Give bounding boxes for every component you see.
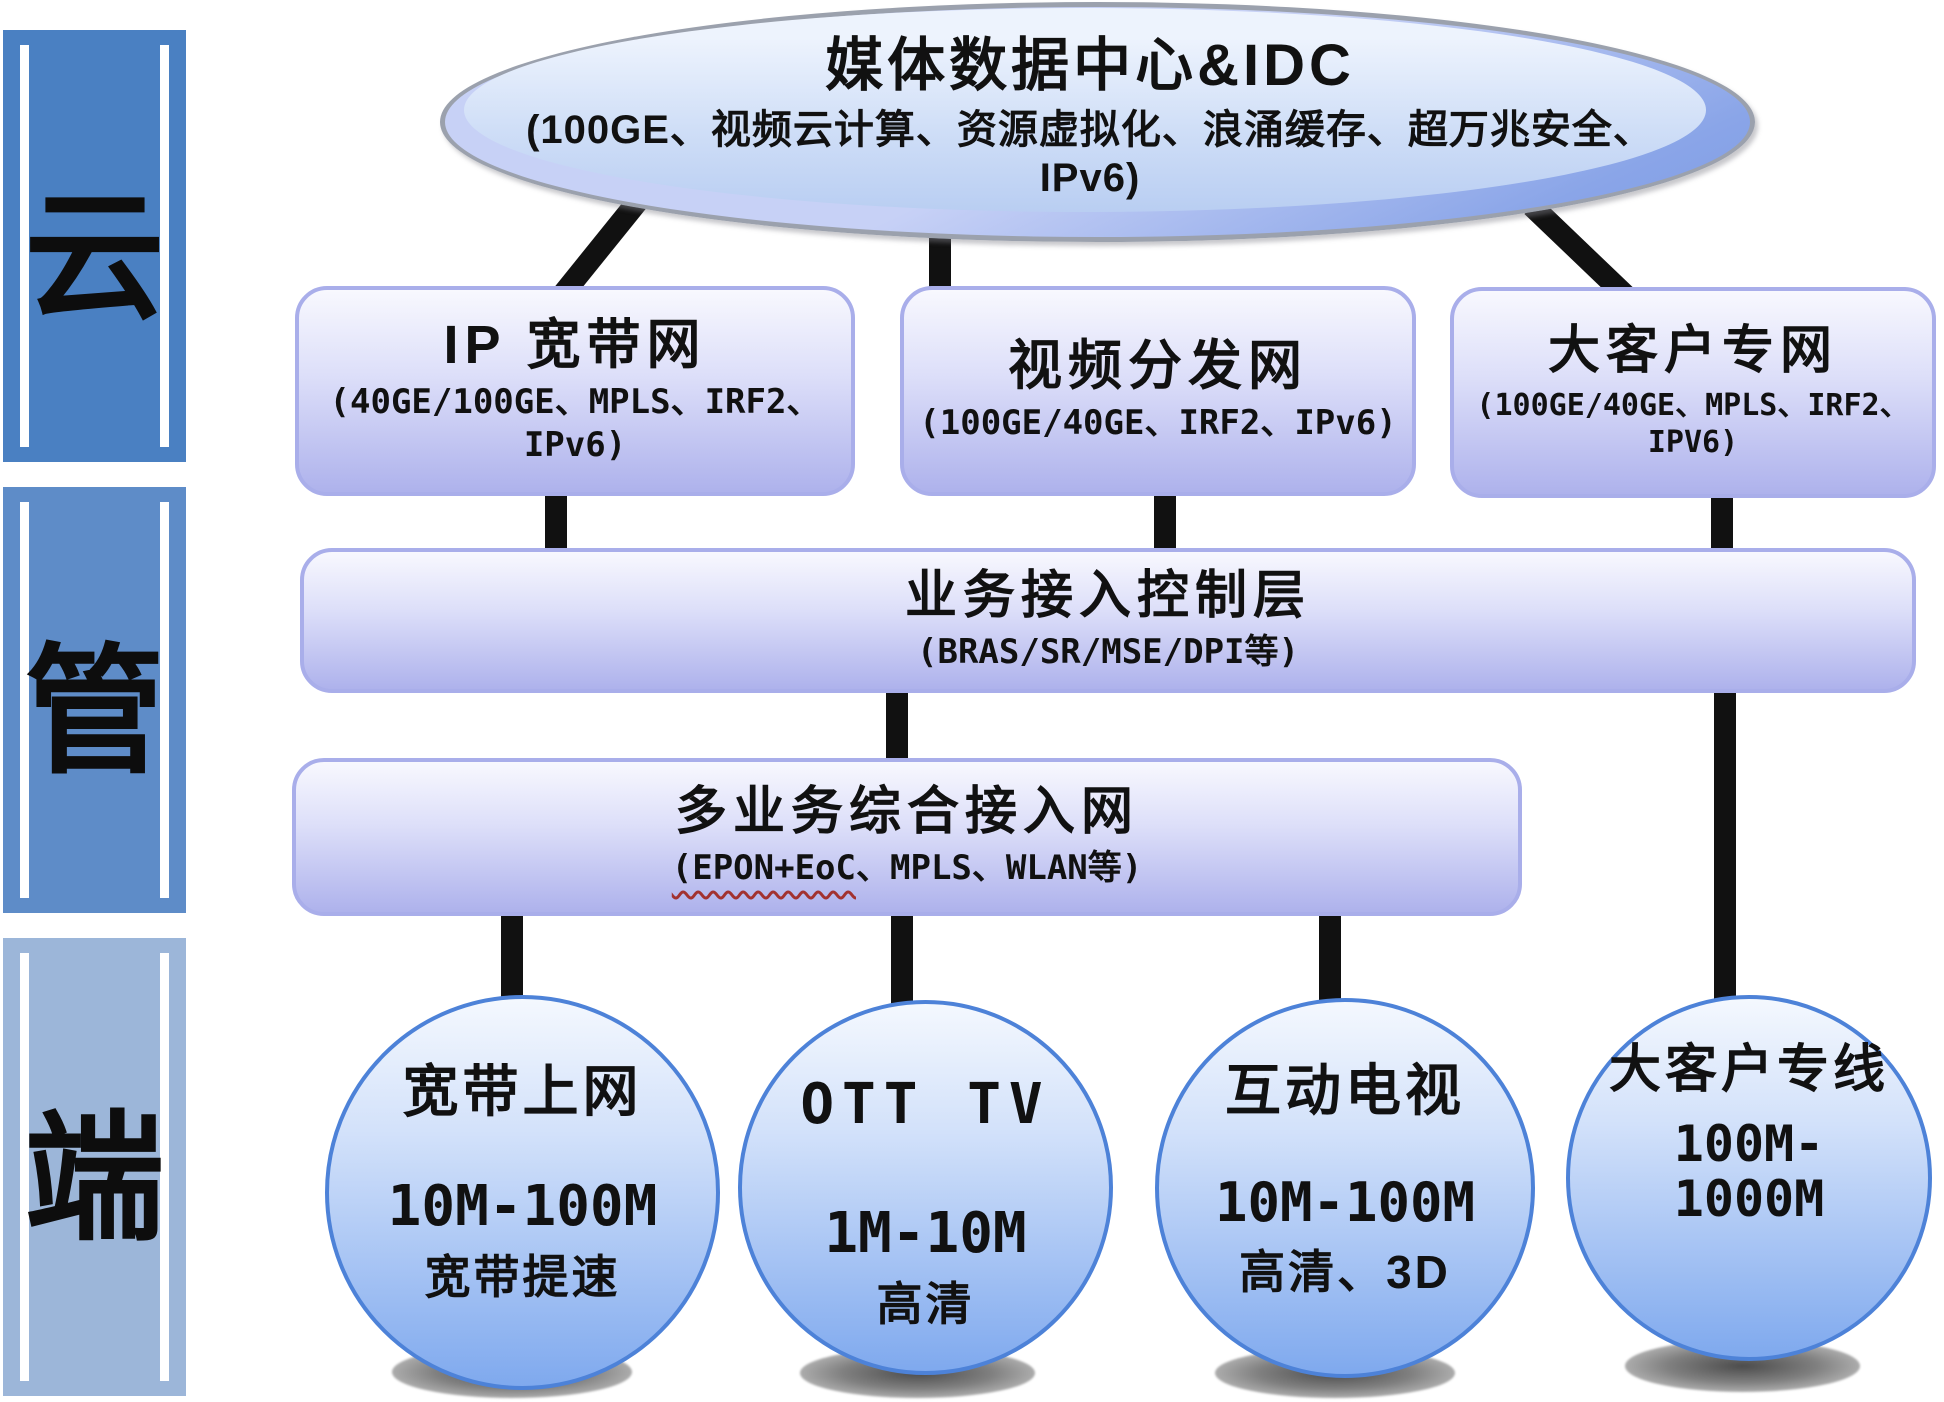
cloud-title: 媒体数据中心&IDC (825, 33, 1355, 98)
control-layer-title: 业务接入控制层 (904, 566, 1311, 625)
sidebar-item-cloud: 云 (3, 30, 186, 462)
network-box-ip-broadband: IP 宽带网 (40GE/100GE、MPLS、IRF2、IPv6) (295, 286, 855, 496)
service-note: 高清 (876, 1278, 975, 1331)
network-box-subtitle: (100GE/40GE、IRF2、IPv6) (919, 403, 1397, 444)
service-speed: 1M-10M (824, 1200, 1027, 1266)
service-speed: 10M-100M (387, 1173, 658, 1239)
cloud-datacenter-node: 媒体数据中心&IDC (100GE、视频云计算、资源虚拟化、浪涌缓存、超万兆安全… (480, 18, 1700, 202)
service-speed: 100M-1000M (1673, 1115, 1825, 1229)
network-box-title: IP 宽带网 (443, 314, 707, 375)
service-circle-interactive-tv: 互动电视 10M-100M 高清、3D (1155, 998, 1535, 1378)
network-box-subtitle: (40GE/100GE、MPLS、IRF2、IPv6) (329, 382, 821, 465)
service-circle-vip-line: 大客户专线 100M-1000M (1566, 995, 1932, 1361)
sidebar-item-terminal: 端 (3, 938, 186, 1396)
network-box-vip-private: 大客户专网 (100GE/40GE、MPLS、IRF2、IPV6) (1450, 287, 1936, 498)
network-box-subtitle: (100GE/40GE、MPLS、IRF2、IPV6) (1476, 387, 1910, 461)
sidebar-accent-bar (20, 953, 29, 1381)
service-circle-broadband: 宽带上网 10M-100M 宽带提速 (325, 995, 720, 1390)
sidebar-item-pipe: 管 (3, 487, 186, 913)
access-network-subtitle-rest: 、MPLS、WLAN等) (856, 848, 1143, 889)
access-network-title: 多业务综合接入网 (674, 783, 1139, 842)
access-network-bar: 多业务综合接入网 (EPON+EoC、MPLS、WLAN等) (292, 758, 1522, 916)
service-title: 宽带上网 (402, 1060, 643, 1123)
sidebar-accent-bar (160, 45, 169, 447)
access-network-subtitle: (EPON+EoC、MPLS、WLAN等) (672, 847, 1142, 890)
network-box-video-distribution: 视频分发网 (100GE/40GE、IRF2、IPv6) (900, 286, 1416, 496)
service-note: 宽带提速 (424, 1251, 621, 1304)
sidebar-accent-bar (20, 45, 29, 447)
service-speed: 10M-100M (1214, 1170, 1476, 1234)
control-layer-subtitle: (BRAS/SR/MSE/DPI等) (917, 631, 1299, 672)
sidebar-accent-bar (20, 502, 29, 898)
sidebar-accent-bar (160, 502, 169, 898)
service-circle-ott-tv: OTT TV 1M-10M 高清 (738, 1000, 1113, 1375)
sidebar-terminal-label: 端 (24, 1103, 165, 1258)
sidebar-pipe-label: 管 (24, 636, 165, 791)
cloud-subtitle: (100GE、视频云计算、资源虚拟化、浪涌缓存、超万兆安全、IPv6) (526, 108, 1654, 200)
network-box-title: 大客户专网 (1547, 322, 1838, 381)
sidebar-accent-bar (160, 953, 169, 1381)
service-title: 大客户专线 (1608, 1041, 1889, 1099)
service-title: 互动电视 (1225, 1059, 1465, 1122)
sidebar-cloud-label: 云 (24, 182, 165, 337)
service-note: 高清、3D (1239, 1246, 1451, 1299)
service-control-layer-bar: 业务接入控制层 (BRAS/SR/MSE/DPI等) (300, 548, 1916, 693)
network-box-title: 视频分发网 (1008, 336, 1308, 397)
service-title: OTT TV (800, 1072, 1051, 1137)
access-network-subtitle-wavy: (EPON+EoC (671, 848, 856, 889)
cloud-ellipse-inner (464, 8, 1706, 212)
